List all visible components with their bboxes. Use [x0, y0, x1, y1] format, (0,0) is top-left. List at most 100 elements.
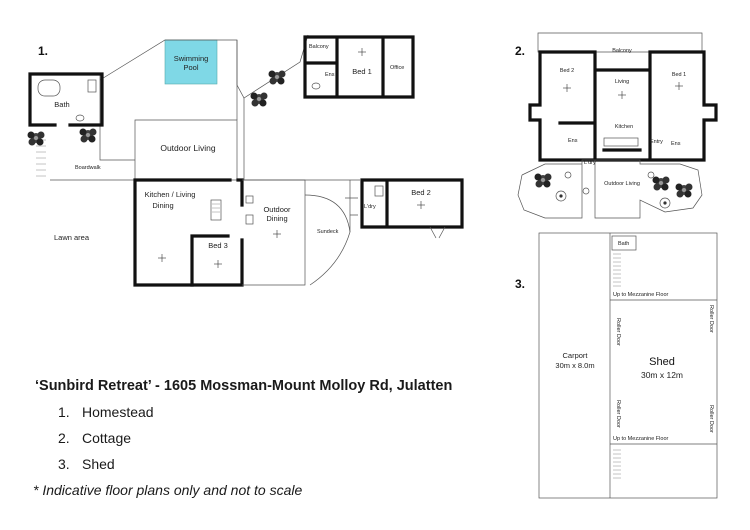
room-label-pool: Pool — [183, 63, 198, 72]
room-marker — [674, 81, 684, 91]
room-label-bed-2: Bed 2 — [411, 188, 431, 197]
planter — [555, 190, 567, 202]
homestead-plan: 1. Swimming Pool Bath Boardwalk Outdoor … — [27, 34, 464, 287]
roller-door-label: Roller Door — [615, 400, 621, 428]
room-marker — [562, 83, 572, 93]
legend-item-number: 2. — [58, 430, 70, 446]
room-label-carport-size: 30m x 8.0m — [555, 361, 594, 370]
toilet — [75, 114, 85, 122]
room-label-swimming: Swimming — [174, 54, 209, 63]
room-label-sundeck: Sundeck — [317, 229, 339, 235]
tree-icon — [268, 70, 286, 85]
kitchen-bench — [210, 199, 222, 221]
room-label-bed-2: Bed 2 — [560, 68, 574, 74]
room-marker — [617, 90, 627, 100]
cottage-plan: 2. Balcony Bed 2 Bed 1 Living Kitchen En… — [515, 32, 718, 219]
door-swing — [429, 226, 446, 239]
furniture — [245, 195, 254, 204]
tree-icon — [27, 131, 45, 146]
room-label-mezzanine-top: Up to Mezzanine Floor — [613, 292, 668, 298]
room-marker — [272, 229, 282, 239]
room-label-ens: Ens — [568, 138, 578, 144]
boardwalk-outline — [99, 75, 135, 161]
room-label-carport: Carport — [562, 351, 588, 360]
stairs — [613, 449, 621, 479]
tree-icon — [250, 92, 268, 107]
disclaimer-note: * Indicative floor plans only and not to… — [33, 482, 303, 498]
legend-list: 1. Homestead 2. Cottage 3. Shed — [33, 404, 503, 482]
furniture — [245, 214, 254, 225]
kitchen-bench — [603, 137, 639, 147]
shed-plan: 3. Bath Up to Mezzanine Floor Carport 30… — [515, 232, 718, 499]
room-label-kitchen: Kitchen — [615, 124, 633, 130]
legend-item-label: Cottage — [82, 430, 132, 446]
tree-icon — [675, 183, 693, 198]
kitchen-sink — [212, 203, 220, 213]
room-label-kitchen-living: Kitchen / Living — [145, 190, 196, 199]
legend-item-number: 1. — [58, 404, 70, 420]
planter — [647, 171, 655, 179]
property-title: ‘Sunbird Retreat’ - 1605 Mossman-Mount M… — [35, 378, 453, 394]
sundeck-curve — [304, 194, 351, 286]
planter — [564, 171, 572, 179]
toilet — [311, 82, 321, 90]
outdoor-dining-area — [242, 179, 306, 286]
room-label-shed: Shed — [649, 356, 675, 368]
planter — [559, 194, 563, 198]
bathtub — [37, 79, 61, 97]
roller-door-label: Roller Door — [708, 405, 714, 433]
bed2-walls — [360, 178, 464, 229]
room-label-balcony: Balcony — [612, 48, 632, 54]
room-label-bed-1: Bed 1 — [672, 72, 686, 78]
cottage-deck — [517, 159, 703, 219]
room-label-outdoor-living: Outdoor Living — [604, 181, 640, 187]
room-label-laundry: L'dry — [584, 160, 596, 166]
planter — [659, 197, 671, 209]
plan-number-1: 1. — [38, 44, 48, 58]
swimming-pool — [164, 39, 218, 85]
room-label-ens: Ens — [325, 72, 335, 78]
room-label-dining: Dining — [152, 201, 173, 210]
room-label-bath: Bath — [618, 241, 629, 247]
room-marker — [416, 200, 426, 210]
room-label-bed-1: Bed 1 — [352, 67, 372, 76]
steps — [345, 197, 358, 216]
room-label-shed-size: 30m x 12m — [641, 370, 683, 380]
legend-item-label: Homestead — [82, 404, 154, 420]
room-marker — [157, 253, 167, 263]
fixture — [374, 185, 384, 197]
room-label-outdoor-living: Outdoor Living — [160, 143, 216, 153]
legend-item: 2. Cottage — [58, 430, 503, 456]
deck-outline-2 — [243, 98, 360, 181]
cottage-walls — [528, 50, 718, 162]
room-label-lawn-area: Lawn area — [54, 233, 90, 242]
room-label-office: Office — [390, 65, 404, 71]
legend-item: 1. Homestead — [58, 404, 503, 430]
room-marker — [213, 259, 223, 269]
tree-icon — [79, 128, 97, 143]
steps — [36, 139, 46, 177]
planter — [663, 201, 667, 205]
legend-item-number: 3. — [58, 456, 70, 472]
stairs — [613, 253, 621, 287]
shed-bath — [611, 235, 637, 251]
legend-item-label: Shed — [82, 456, 115, 472]
bath-walls — [28, 72, 104, 127]
room-label-laundry: L'dry — [364, 204, 376, 210]
tree-icon — [652, 176, 670, 191]
legend-item: 3. Shed — [58, 456, 503, 482]
plan-number-2: 2. — [515, 44, 525, 58]
room-label-mezzanine-bottom: Up to Mezzanine Floor — [613, 436, 668, 442]
room-label-entry: Entry — [650, 139, 663, 145]
room-label-balcony: Balcony — [309, 44, 329, 50]
plan-number-3: 3. — [515, 277, 525, 291]
legend: ‘Sunbird Retreat’ - 1605 Mossman-Mount M… — [33, 378, 503, 498]
planter — [582, 187, 590, 195]
room-label-bath: Bath — [54, 100, 69, 109]
room-label-bed-3: Bed 3 — [208, 241, 228, 250]
tree-icon — [534, 173, 552, 188]
room-label-boardwalk: Boardwalk — [75, 165, 101, 171]
room-label-outdoor-dining: Dining — [266, 214, 287, 223]
bed1-walls — [303, 35, 415, 99]
